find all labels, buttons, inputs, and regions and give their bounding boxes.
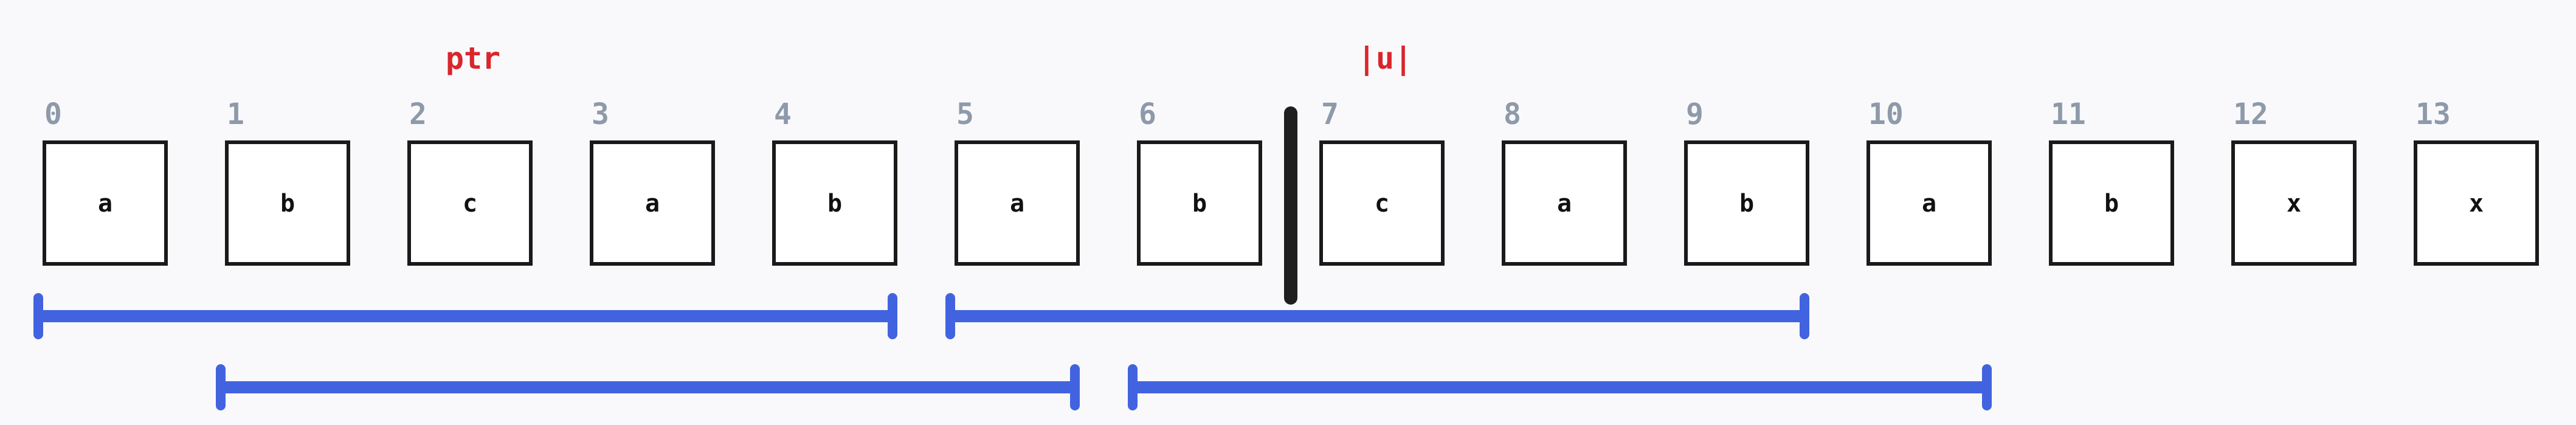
cell-index-label: 13 — [2415, 97, 2451, 131]
cell-index-label: 7 — [1321, 97, 1339, 131]
cell-13: 13 x — [2414, 97, 2539, 266]
cell-box — [225, 140, 350, 266]
cell-box — [407, 140, 533, 266]
cell-3: 3a — [590, 97, 715, 266]
cell-char: a — [1010, 190, 1024, 218]
cell-box — [2414, 140, 2539, 266]
cell-box — [1866, 140, 1992, 266]
cell-char: x — [2469, 190, 2484, 218]
cell-index-label: 11 — [2051, 97, 2086, 131]
cell-box — [1684, 140, 1809, 266]
cell-6: 6b — [1137, 97, 1262, 266]
cell-index-label: 1 — [227, 97, 244, 131]
cell-char: b — [827, 190, 842, 218]
cell-1: 1b — [225, 97, 350, 266]
cell-2: 2c — [407, 97, 533, 266]
cell-12: 12 x — [2231, 97, 2357, 266]
cell-index-label: 12 — [2233, 97, 2268, 131]
span-bracket-3 — [1128, 364, 1992, 410]
cell-index-label: 4 — [774, 97, 792, 131]
u-marker-label: |u| — [1358, 41, 1412, 76]
cell-index-label: 9 — [1686, 97, 1704, 131]
cell-char: b — [1739, 190, 1754, 218]
cell-9: 9b — [1684, 97, 1809, 266]
cell-7: 7c — [1319, 97, 1445, 266]
cell-box — [772, 140, 897, 266]
cell-char: b — [1192, 190, 1207, 218]
span-bracket-0 — [33, 293, 897, 339]
cell-11: 11 b — [2049, 97, 2174, 266]
cell-char: c — [1375, 190, 1389, 218]
cell-box — [2049, 140, 2174, 266]
cell-char: b — [280, 190, 295, 218]
cell-5: 5a — [955, 97, 1080, 266]
spans-layer — [33, 293, 1992, 410]
cell-index-label: 2 — [409, 97, 427, 131]
cell-box — [43, 140, 168, 266]
cell-4: 4b — [772, 97, 897, 266]
cell-char: c — [463, 190, 477, 218]
cell-index-label: 3 — [592, 97, 609, 131]
cell-char: a — [1922, 190, 1936, 218]
cell-box — [590, 140, 715, 266]
cell-index-label: 5 — [956, 97, 974, 131]
cell-char: a — [98, 190, 112, 218]
cell-index-label: 0 — [44, 97, 62, 131]
cell-box — [1137, 140, 1262, 266]
cell-box — [2231, 140, 2357, 266]
cell-10: 10 a — [1866, 97, 1992, 266]
span-bracket-1 — [945, 293, 1809, 339]
span-bracket-2 — [216, 364, 1080, 410]
markers-layer: ptr |u| — [446, 41, 1412, 76]
cell-char: a — [645, 190, 660, 218]
cell-box — [955, 140, 1080, 266]
cell-box — [1319, 140, 1445, 266]
cell-8: 8a — [1502, 97, 1627, 266]
cell-0: 0a — [43, 97, 168, 266]
cell-index-label: 6 — [1139, 97, 1156, 131]
cell-char: x — [2287, 190, 2301, 218]
cell-index-label: 10 — [1868, 97, 1904, 131]
cell-char: b — [2104, 190, 2119, 218]
ptr-marker-label: ptr — [446, 41, 500, 76]
cell-index-label: 8 — [1504, 97, 1521, 131]
cell-char: a — [1557, 190, 1572, 218]
cell-box — [1502, 140, 1627, 266]
